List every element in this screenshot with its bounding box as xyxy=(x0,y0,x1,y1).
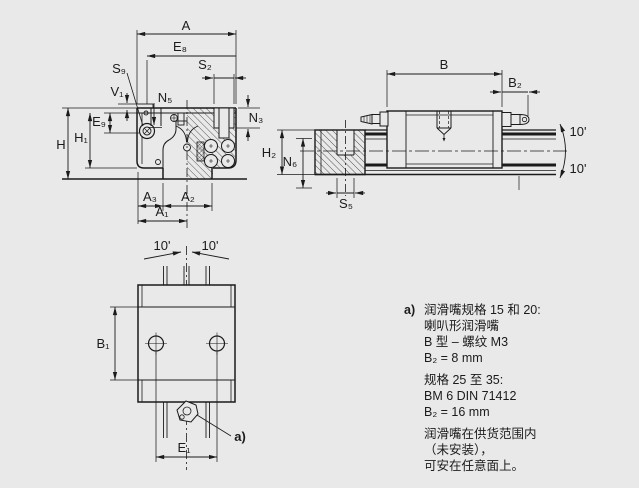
view1-labels: A E₈ S₉ S₂ V₁ N₅ N₃ E₉ H₁ H A₃ A₂ A₁ xyxy=(56,18,263,219)
dim-label-a: A xyxy=(182,18,191,33)
view2-dimension-lines xyxy=(279,71,540,196)
note-line: B 型 – 螺纹 M3 xyxy=(424,335,509,349)
note-line: 喇叭形润滑嘴 xyxy=(424,319,500,333)
dim-label-e9: E₉ xyxy=(92,114,106,129)
note-line: 可安在任意面上。 xyxy=(424,459,525,473)
cross-section-view: A E₈ S₉ S₂ V₁ N₅ N₃ E₉ H₁ H A₃ A₂ A₁ xyxy=(56,18,263,228)
dim-label-b1: B₁ xyxy=(96,336,110,351)
rail-top-end xyxy=(163,266,210,285)
note-line: BM 6 DIN 71412 xyxy=(424,389,517,403)
end-cap-screw xyxy=(143,110,185,165)
rail-profile xyxy=(162,121,177,168)
dim-label-a2: A₂ xyxy=(181,189,195,204)
lube-port xyxy=(138,122,156,140)
note-section-sizes-15-20: 润滑嘴规格 15 和 20: 喇叭形润滑嘴 B 型 – 螺纹 M3 B₂ = 8… xyxy=(424,302,541,366)
funnel-lube-nipple xyxy=(176,400,232,437)
view1-dimension-lines xyxy=(65,31,251,224)
lube-fitting-left xyxy=(360,111,389,127)
mounting-hole-left xyxy=(145,332,167,355)
dim-label-s5: S₅ xyxy=(339,196,353,211)
rail-bottom-end xyxy=(163,402,210,438)
angle-label-left: 10' xyxy=(154,238,171,253)
rail-end-section xyxy=(314,120,366,196)
top-thread-hole xyxy=(436,111,452,142)
angle-arc xyxy=(559,123,566,179)
note-line: 润滑嘴规格 15 和 20: xyxy=(424,303,541,317)
view3-extension-lines xyxy=(110,306,218,462)
dim-label-h2: H₂ xyxy=(262,145,276,160)
dim-label-s9: S₉ xyxy=(112,61,126,76)
grease-nipple xyxy=(501,112,530,127)
dim-label-h1: H₁ xyxy=(74,130,88,145)
note-section-delivery: 润滑嘴在供货范围内 （未安装）， 可安在任意面上。 xyxy=(424,426,541,474)
ball-tracks xyxy=(196,139,235,168)
n5-lube-hole xyxy=(150,108,162,126)
note-line: （未安装）， xyxy=(424,443,493,457)
dim-label-n5: N₅ xyxy=(158,90,173,105)
dim-label-a3: A₃ xyxy=(143,189,157,204)
top-view: 10' 10' B₁ E₁ a) xyxy=(96,238,246,470)
dim-label-b2: B₂ xyxy=(508,75,522,90)
note-line: 润滑嘴在供货范围内 xyxy=(424,427,537,441)
dim-label-e8: E₈ xyxy=(173,39,187,54)
view2-labels: B B₂ H₂ N₆ S₅ 10' 10' xyxy=(262,57,587,211)
dim-label-e1: E₁ xyxy=(177,440,191,455)
angle-label-right: 10' xyxy=(202,238,219,253)
dim-label-v1: V₁ xyxy=(110,84,124,99)
rail-foot xyxy=(162,168,213,179)
dim-label-b: B xyxy=(440,57,449,72)
view3-dimension-lines xyxy=(112,306,218,460)
angle-label-bottom: 10' xyxy=(570,161,587,176)
angle-callouts xyxy=(143,251,230,260)
side-view: B B₂ H₂ N₆ S₅ 10' 10' xyxy=(262,57,587,211)
guide-rail-side xyxy=(315,129,556,190)
angle-label-top: 10' xyxy=(570,124,587,139)
ref-label-a: a) xyxy=(234,429,246,444)
dim-label-n3: N₃ xyxy=(249,110,264,125)
dim-label-a1: A₁ xyxy=(155,204,169,219)
mounting-hole-right xyxy=(206,332,228,355)
note-body: 润滑嘴规格 15 和 20: 喇叭形润滑嘴 B 型 – 螺纹 M3 B₂ = 8… xyxy=(424,302,541,480)
mounting-thread xyxy=(218,107,230,139)
note-section-sizes-25-35: 规格 25 至 35: BM 6 DIN 71412 B₂ = 16 mm xyxy=(424,372,541,420)
note-line: B₂ = 16 mm xyxy=(424,405,490,419)
dim-label-h: H xyxy=(56,137,65,152)
note-marker: a) xyxy=(404,303,416,317)
lubrication-note: a) 润滑嘴规格 15 和 20: 喇叭形润滑嘴 B 型 – 螺纹 M3 B₂ … xyxy=(404,302,632,480)
view3-labels: 10' 10' B₁ E₁ a) xyxy=(96,238,245,455)
note-line: 规格 25 至 35: xyxy=(424,373,504,387)
dim-label-n6: N₆ xyxy=(283,154,298,169)
note-line: B₂ = 8 mm xyxy=(424,351,483,365)
dim-label-s2: S₂ xyxy=(198,57,212,72)
